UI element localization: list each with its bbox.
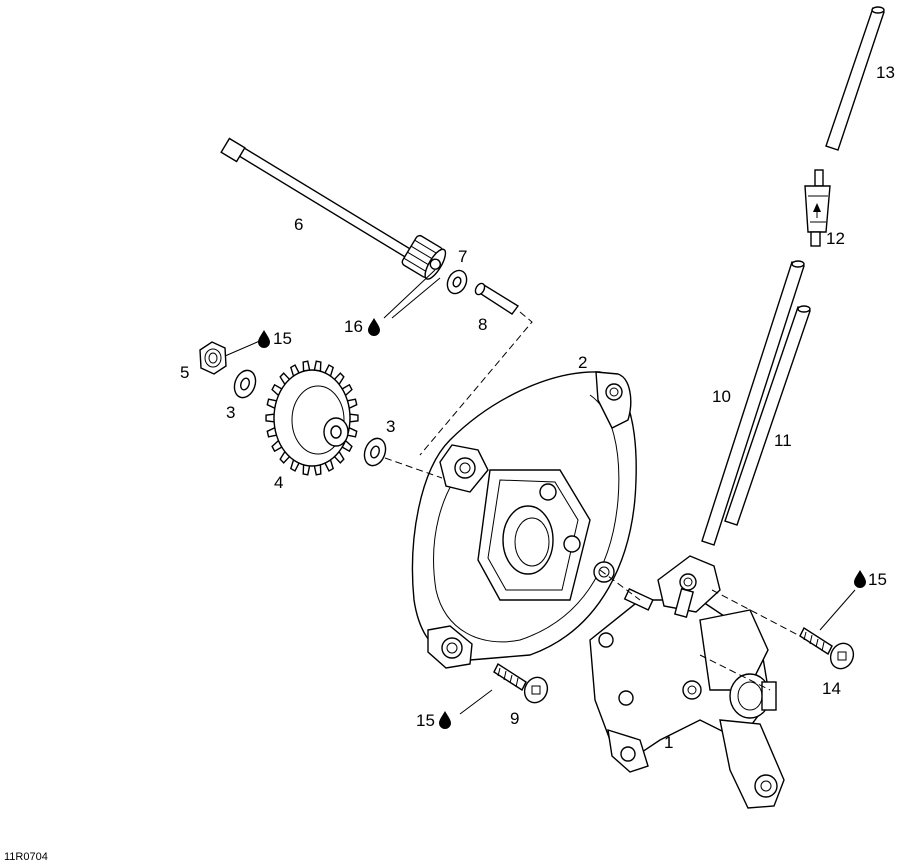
callout-2: 2 (578, 353, 587, 372)
gear-tooth (349, 413, 359, 423)
part-10-hose (701, 260, 805, 546)
callout-4: 4 (274, 473, 283, 492)
callout-10: 10 (712, 387, 731, 406)
part-6-shaft (220, 137, 447, 280)
part-2-housing (411, 371, 637, 669)
callout-11: 11 (774, 431, 792, 450)
part-13-hose (825, 6, 885, 151)
part-7-washer (446, 269, 468, 295)
part-5-nut (199, 341, 227, 375)
part-9-screw (493, 662, 549, 704)
callout-16: 16 (344, 317, 363, 336)
callout-7: 7 (458, 247, 467, 266)
oil-drop-icon (439, 711, 451, 729)
part-3-washer-right (363, 437, 387, 467)
callout-6: 6 (294, 215, 303, 234)
part-8-pin (474, 282, 520, 315)
callout-15-nut: 15 (273, 329, 292, 348)
callout-15-bolt: 15 (868, 570, 887, 589)
part-4-gear (265, 360, 359, 476)
callout-3-left: 3 (226, 403, 235, 422)
gear-tooth (265, 413, 275, 423)
part-14-bolt (799, 626, 855, 670)
oil-drop-icon (854, 570, 866, 588)
assembly-lines (384, 311, 801, 691)
callouts: 1 2 3 3 4 5 6 7 8 9 10 11 12 13 14 15 16… (180, 63, 895, 752)
part-3-washer-left (233, 369, 257, 399)
callout-3-right: 3 (386, 417, 395, 436)
callout-1: 1 (664, 733, 673, 752)
callout-15-screw: 15 (416, 711, 435, 730)
callout-5: 5 (180, 363, 189, 382)
callout-14: 14 (822, 679, 841, 698)
callout-12: 12 (826, 229, 845, 248)
leader-lines (224, 269, 856, 715)
part-11-hose (724, 305, 811, 526)
figure-reference: 11R0704 (4, 851, 48, 863)
oil-drop-icon (368, 318, 380, 336)
callout-8: 8 (478, 315, 487, 334)
part-12-filter (804, 169, 831, 247)
oil-drop-icon (258, 330, 270, 348)
callout-13: 13 (876, 63, 895, 82)
callout-9: 9 (510, 709, 519, 728)
